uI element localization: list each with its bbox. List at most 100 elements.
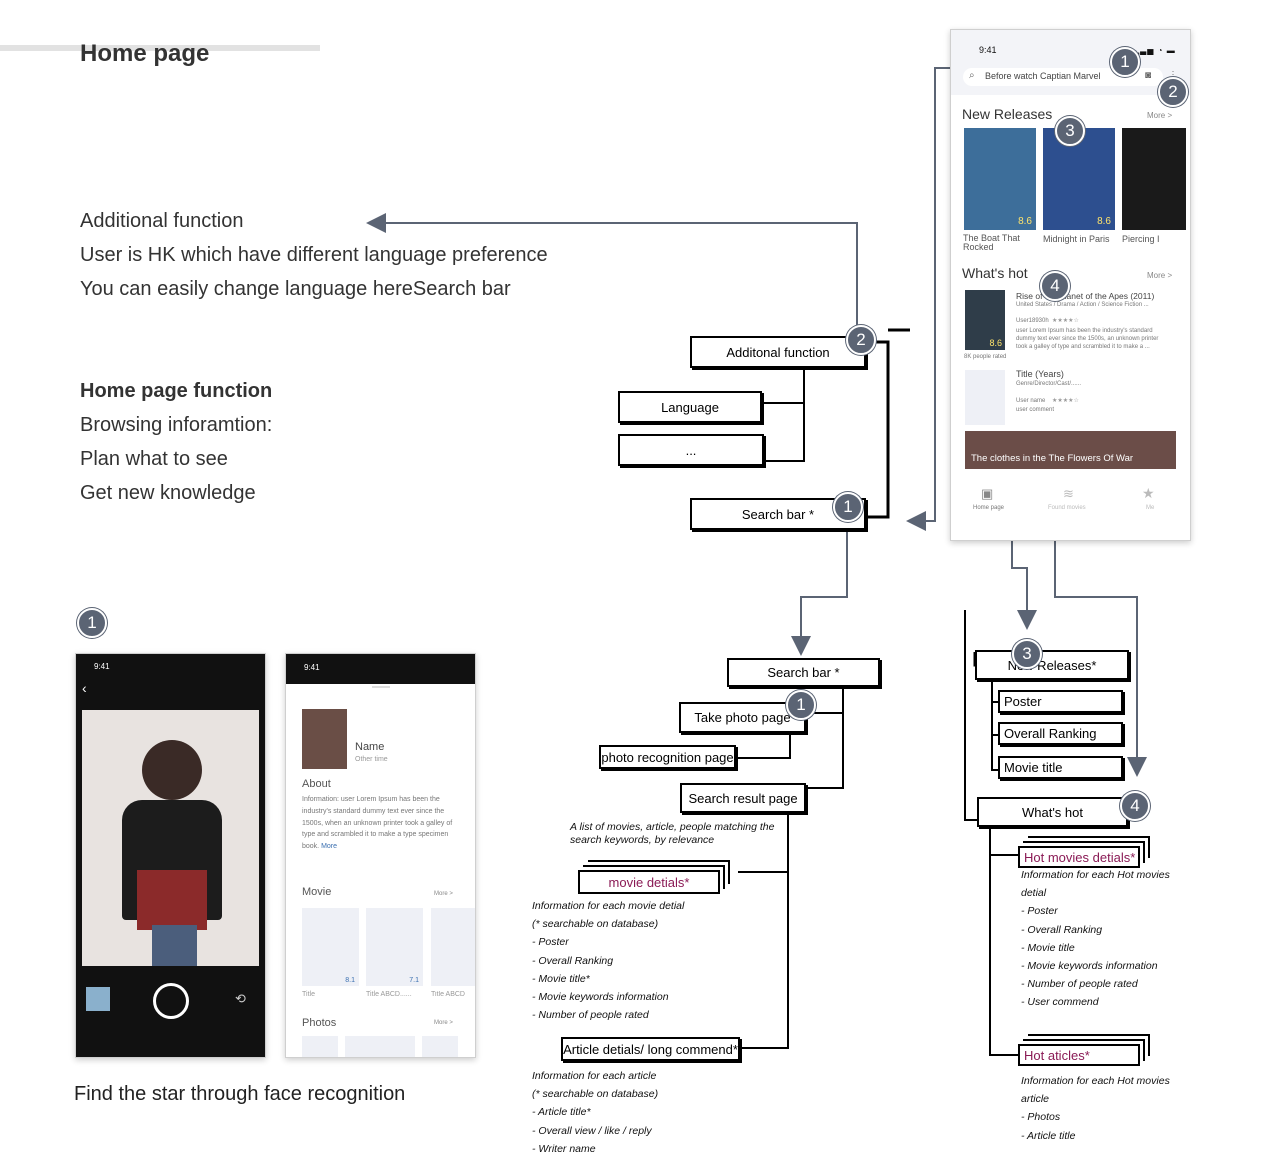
star-icon[interactable]: ★ <box>1142 485 1155 501</box>
note-line: - Movie keywords information <box>1021 960 1158 973</box>
hot-articles-box: Hot aticles* <box>1018 1044 1140 1066</box>
home-tab-icon[interactable]: ▣ <box>981 486 994 501</box>
home-function-text: Home page function Browsing inforamtion:… <box>80 374 272 510</box>
profile-other: Other time <box>355 756 388 763</box>
note-line: Information for each article <box>532 1070 657 1082</box>
note-line: - Photos <box>1021 1111 1061 1124</box>
note-line: article <box>1021 1093 1050 1106</box>
poster-rating: 8.6 <box>1097 216 1111 227</box>
person-jeans <box>152 925 197 966</box>
movie-poster[interactable]: 8.6 <box>1043 128 1115 230</box>
hot-movie-poster[interactable]: 8.6 <box>965 290 1005 350</box>
tab-found-label[interactable]: Found movies <box>1048 505 1086 511</box>
hot-movie-title: Title (Years) <box>1016 369 1064 379</box>
home-function-heading: Home page function <box>80 380 273 402</box>
movie-poster[interactable] <box>1122 128 1186 230</box>
photo-thumb[interactable] <box>422 1036 458 1057</box>
rating-stars-icon: ★★★★☆ <box>1052 398 1079 404</box>
back-chevron-icon[interactable]: ‹ <box>82 680 87 696</box>
card-title: Title <box>302 991 315 998</box>
poster-rating: 8.6 <box>1018 216 1032 227</box>
hot-movie-title: Rise of the Planet of the Apes (2011) <box>1016 291 1155 301</box>
hot-user: User name <box>1016 398 1046 404</box>
text-line: Plan what to see <box>80 448 228 470</box>
photos-heading: Photos <box>302 1017 337 1029</box>
step-badge: 1 <box>77 608 107 638</box>
note-line: (* searchable on database) <box>532 918 659 931</box>
text-line: Additional function <box>80 210 244 232</box>
poster-rating: 8.6 <box>989 338 1002 348</box>
overall-ranking-box: Overall Ranking <box>998 722 1123 745</box>
movie-details-label: movie detials* <box>608 874 690 890</box>
page-title: Home page <box>80 40 210 67</box>
movie-card[interactable]: 7.1 <box>366 908 423 986</box>
hot-movie-sub: United States / Drama / Action / Science… <box>1016 302 1149 308</box>
note-line: - Writer name <box>532 1142 596 1155</box>
movie-title: Piercing I <box>1122 234 1160 244</box>
hot-articles-note: Information for each Hot movies article … <box>1021 1072 1170 1145</box>
movie-poster[interactable]: 8.6 <box>964 128 1036 230</box>
camera-preview <box>82 710 259 966</box>
about-body: Information: user Lorem Ipsum has been t… <box>302 796 453 851</box>
step-badge: 1 <box>1110 47 1140 77</box>
search-result-box: Search result page <box>680 783 806 813</box>
new-releases-heading: New Releases <box>962 106 1053 122</box>
note-line: - Poster <box>1021 905 1058 918</box>
banner-text: The clothes in the The Flowers Of War <box>971 453 1134 464</box>
hot-movies-label: Hot movies detials* <box>1024 849 1136 865</box>
hot-movie-sub: Genre/Director/Cast/...... <box>1016 381 1082 387</box>
note-line: - Article title <box>1021 1129 1076 1142</box>
movie-card[interactable] <box>431 908 475 986</box>
more-link[interactable]: More <box>321 843 338 851</box>
more-link[interactable]: More > <box>1147 111 1173 120</box>
step-badge: 3 <box>1055 116 1085 146</box>
status-icons: ▂▃▅ ◔ ▬ <box>1133 46 1176 55</box>
gallery-thumbnail[interactable] <box>86 987 110 1011</box>
article-banner[interactable]: The clothes in the The Flowers Of War <box>965 431 1176 469</box>
status-time: 9:41 <box>979 45 997 55</box>
tab-home-label[interactable]: Home page <box>973 505 1005 511</box>
shutter-button[interactable] <box>153 983 189 1019</box>
more-link[interactable]: More > <box>434 891 453 897</box>
hot-user: User18930h <box>1016 318 1049 324</box>
layers-icon[interactable]: ≋ <box>1063 486 1074 501</box>
note-line: - Number of people rated <box>532 1009 649 1022</box>
hot-movies-note: Information for each Hot movies detial -… <box>1021 866 1170 1012</box>
more-link[interactable]: More > <box>434 1020 453 1026</box>
note-line: - Movie keywords information <box>532 991 669 1004</box>
step-badge: 3 <box>1012 639 1042 669</box>
profile-name: Name <box>355 741 385 753</box>
language-box: Language <box>618 391 762 423</box>
note-line: detial <box>1021 887 1047 900</box>
status-bar <box>286 654 475 684</box>
article-note: Information for each article (* searchab… <box>532 1067 658 1158</box>
step-badge: 2 <box>1158 77 1188 107</box>
search-input[interactable]: ⌕ Before watch Captian Marvel ◙ <box>963 68 1163 86</box>
about-heading: About <box>302 778 331 790</box>
home-phone-mockup: 9:41 ▂▃▅ ◔ ▬ ⌕ Before watch Captian Marv… <box>950 29 1191 541</box>
camera-icon[interactable]: ◙ <box>1145 70 1152 81</box>
take-photo-box: Take photo page <box>679 702 806 733</box>
additional-function-box: Additonal function <box>690 336 866 368</box>
face-caption: Find the star through face recognition <box>74 1083 406 1105</box>
movie-title: The Boat That Rocked <box>963 233 1020 252</box>
menu-dots-icon[interactable]: ⋮ <box>1169 70 1177 79</box>
whats-hot-box: What's hot <box>977 797 1128 827</box>
drag-handle[interactable] <box>372 686 390 688</box>
text-line: User is HK which have different language… <box>80 244 548 266</box>
search-bar-box: Search bar * <box>690 498 866 530</box>
more-link[interactable]: More > <box>1147 271 1173 280</box>
new-releases-box: New Releases* <box>975 650 1129 680</box>
hot-articles-label: Hot aticles* <box>1024 1047 1090 1063</box>
additional-function-text: Additional function User is HK which hav… <box>80 204 548 306</box>
text-line: Browsing inforamtion: <box>80 414 273 436</box>
photo-thumb[interactable] <box>345 1036 415 1057</box>
movie-card[interactable]: 8.1 <box>302 908 359 986</box>
search-icon: ⌕ <box>969 70 975 81</box>
note-line: - Overall Ranking <box>532 954 614 967</box>
photo-thumb[interactable] <box>302 1036 338 1057</box>
hot-movies-box: Hot movies detials* <box>1018 846 1140 868</box>
note-line: (* searchable on database) <box>532 1088 659 1101</box>
switch-camera-icon[interactable]: ⟲ <box>235 991 246 1006</box>
tab-me-label[interactable]: Me <box>1146 505 1155 511</box>
